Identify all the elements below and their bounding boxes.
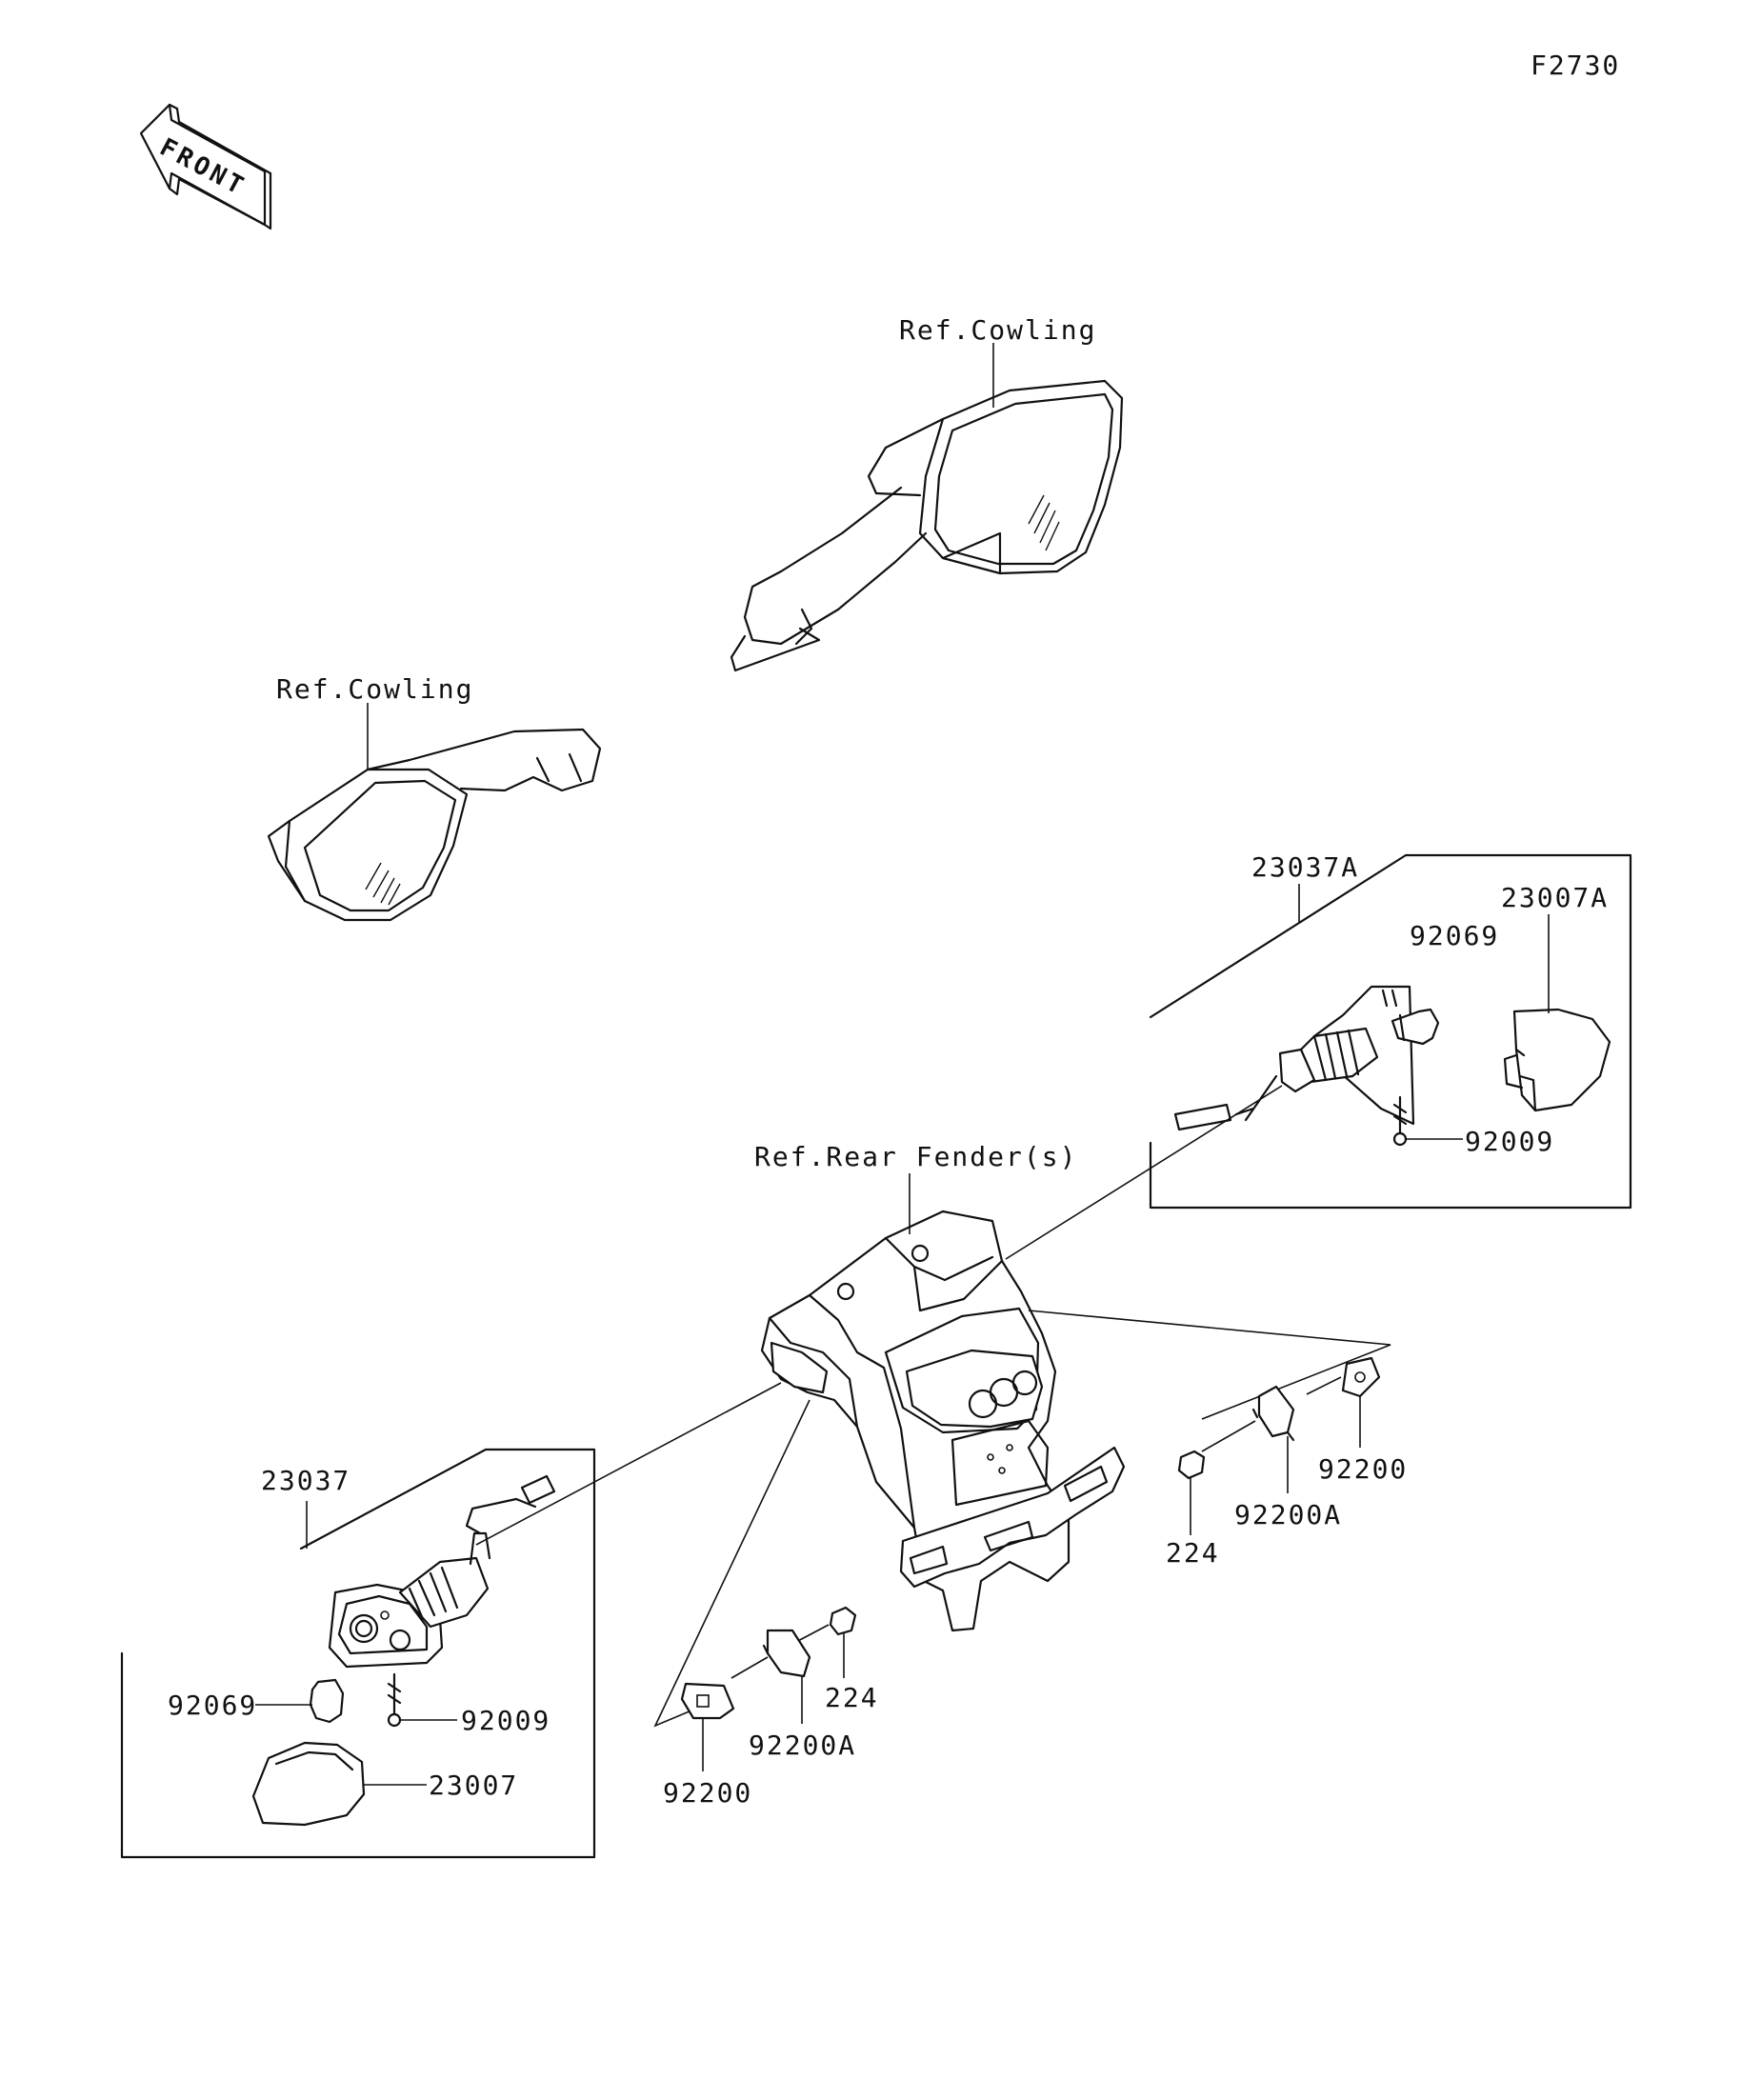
ref-rear-fender-label: Ref.Rear Fender(s) (754, 1141, 1077, 1172)
left-screw-224 (829, 1606, 857, 1636)
left-signal-frame (120, 1448, 596, 1859)
reflector-line-right (1028, 1310, 1391, 1420)
front-arrow-icon: FRONT (139, 103, 272, 230)
figure-code: F2730 (1531, 50, 1620, 81)
right-bulb-92069 (1391, 1008, 1440, 1046)
label-92200-left: 92200 (663, 1777, 752, 1809)
ref-cowling-right-label: Ref.Cowling (899, 314, 1096, 346)
label-224-left: 224 (825, 1682, 879, 1713)
label-92200A-left: 92200A (749, 1730, 856, 1761)
right-lens-23007A (1503, 1008, 1611, 1112)
left-screw-92009 (387, 1672, 457, 1728)
left-bulb-92069 (309, 1678, 345, 1724)
label-92069-left: 92069 (168, 1690, 257, 1721)
right-screw-224 (1177, 1450, 1206, 1480)
left-reflector-92200 (680, 1682, 735, 1720)
right-clip-92200A (1251, 1385, 1295, 1442)
right-signal-housing (1173, 985, 1415, 1131)
right-signal-frame (1149, 853, 1632, 1210)
label-23007A: 23007A (1501, 882, 1609, 913)
wire-line-right (1005, 1085, 1283, 1260)
ref-cowling-left-label: Ref.Cowling (276, 673, 473, 705)
left-mirror (267, 728, 602, 922)
left-clip-92200A (762, 1629, 811, 1678)
rear-fender-bracket (760, 1210, 1126, 1632)
right-screw-92009 (1392, 1095, 1463, 1147)
label-92009-right: 92009 (1465, 1126, 1554, 1157)
label-23037: 23037 (261, 1465, 350, 1496)
label-23037A: 23037A (1251, 851, 1359, 883)
label-23007: 23007 (429, 1770, 518, 1801)
left-signal-housing (328, 1474, 556, 1669)
right-reflector-92200 (1341, 1356, 1381, 1398)
label-224-right: 224 (1166, 1537, 1220, 1569)
wire-line-left (475, 1382, 782, 1546)
label-92069-right: 92069 (1410, 920, 1499, 951)
label-92009-left: 92009 (461, 1705, 550, 1736)
left-lens-23007 (251, 1741, 366, 1827)
label-92200A-right: 92200A (1234, 1499, 1342, 1530)
right-mirror (730, 379, 1124, 672)
label-92200-right: 92200 (1318, 1453, 1408, 1485)
